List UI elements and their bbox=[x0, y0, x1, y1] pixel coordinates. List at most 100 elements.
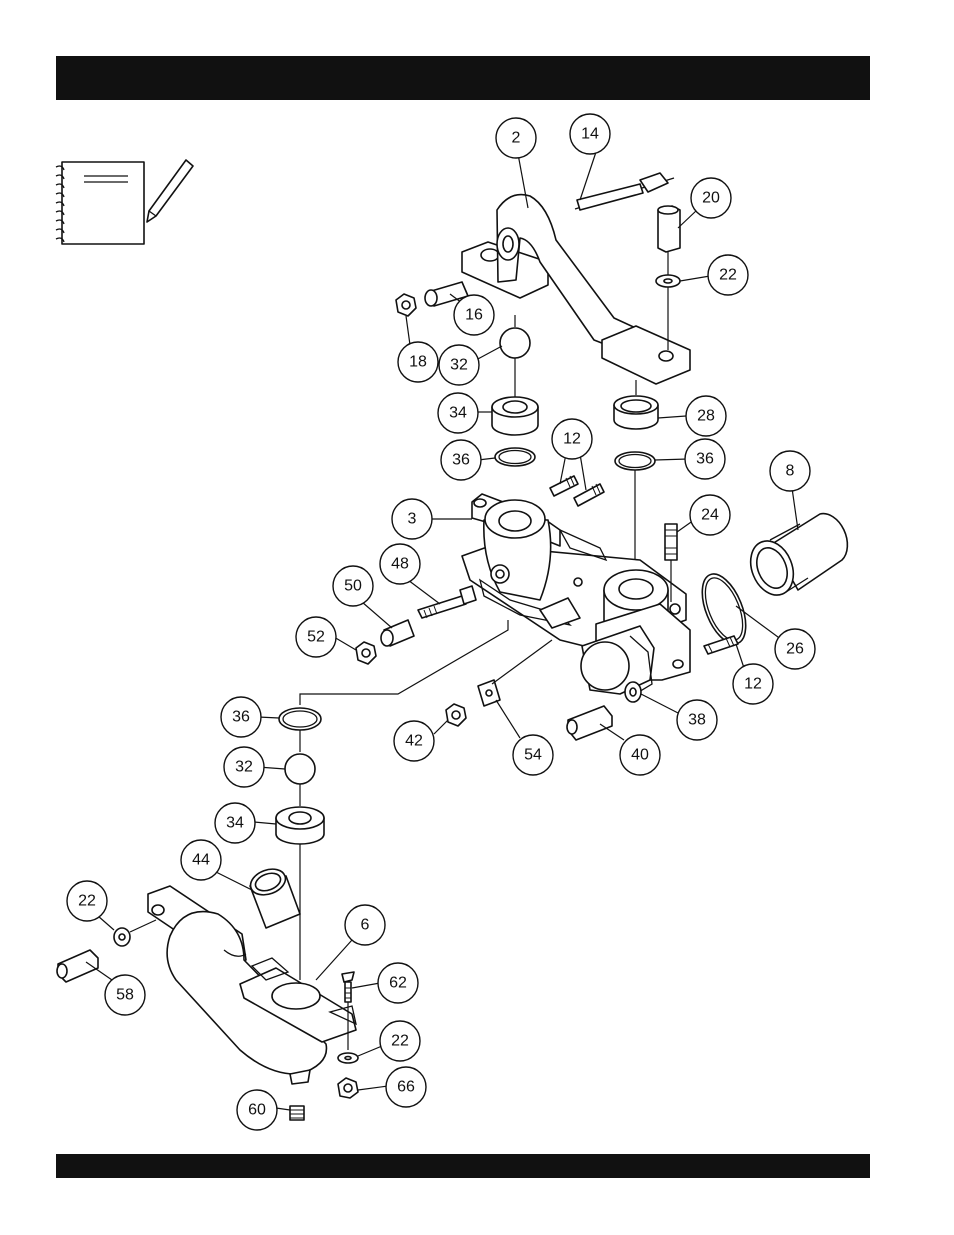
part-12-stud-right bbox=[704, 636, 738, 654]
callout-22: 22 bbox=[380, 1021, 420, 1061]
callout-label: 14 bbox=[581, 126, 599, 143]
callout-48: 48 bbox=[380, 544, 420, 584]
callout-label: 66 bbox=[397, 1079, 415, 1096]
callout-label: 36 bbox=[232, 709, 250, 726]
part-52-nut bbox=[356, 642, 376, 664]
part-12-studs-top bbox=[550, 476, 604, 506]
callout-22: 22 bbox=[67, 881, 107, 921]
callout-20: 20 bbox=[691, 178, 731, 218]
part-42-nut bbox=[446, 704, 466, 726]
callout-label: 20 bbox=[702, 190, 720, 207]
callout-12: 12 bbox=[552, 419, 592, 459]
part-14-bolt bbox=[575, 173, 674, 210]
callout-66: 66 bbox=[386, 1067, 426, 1107]
axis-line bbox=[130, 920, 156, 932]
callout-label: 12 bbox=[744, 676, 762, 693]
callout-label: 40 bbox=[631, 747, 649, 764]
callout-label: 36 bbox=[696, 451, 714, 468]
callout-58: 58 bbox=[105, 975, 145, 1015]
callout-40: 40 bbox=[620, 735, 660, 775]
callout-label: 48 bbox=[391, 556, 409, 573]
part-44-sleeve bbox=[247, 865, 300, 928]
callout-label: 22 bbox=[78, 893, 96, 910]
callout-38: 38 bbox=[677, 700, 717, 740]
callout-label: 54 bbox=[524, 747, 542, 764]
washer-hole-left bbox=[119, 934, 125, 940]
callout-label: 12 bbox=[563, 431, 581, 448]
callout-label: 42 bbox=[405, 733, 423, 750]
washer-hole bbox=[630, 688, 636, 696]
callout-28: 28 bbox=[686, 396, 726, 436]
part-2-upper-elbow bbox=[462, 195, 690, 384]
part-50-spacer bbox=[381, 620, 414, 646]
callout-12: 12 bbox=[733, 664, 773, 704]
callout-label: 38 bbox=[688, 712, 706, 729]
part-48-bolt bbox=[418, 586, 476, 618]
callout-16: 16 bbox=[454, 295, 494, 335]
callout-label: 58 bbox=[116, 987, 134, 1004]
callout-6: 6 bbox=[345, 905, 385, 945]
callout-8: 8 bbox=[770, 451, 810, 491]
callout-label: 60 bbox=[248, 1102, 266, 1119]
callout-3: 3 bbox=[392, 499, 432, 539]
callout-34: 34 bbox=[438, 393, 478, 433]
callout-label: 22 bbox=[719, 267, 737, 284]
callout-2: 2 bbox=[496, 118, 536, 158]
part-26-gasket bbox=[693, 568, 754, 650]
callout-label: 28 bbox=[697, 408, 715, 425]
part-32-ball-upper bbox=[500, 328, 530, 358]
washer-hole-upper bbox=[664, 279, 672, 283]
part-8-pipe-nipple bbox=[743, 514, 847, 602]
part-34-seat-upper bbox=[492, 397, 538, 435]
callout-label: 26 bbox=[786, 641, 804, 658]
part-32-ball-lower bbox=[285, 754, 315, 784]
callout-label: 44 bbox=[192, 852, 210, 869]
callout-label: 18 bbox=[409, 354, 427, 371]
callout-52: 52 bbox=[296, 617, 336, 657]
callout-18: 18 bbox=[398, 342, 438, 382]
callout-34: 34 bbox=[215, 803, 255, 843]
callout-24: 24 bbox=[690, 495, 730, 535]
callout-label: 16 bbox=[465, 307, 483, 324]
callout-label: 24 bbox=[701, 507, 719, 524]
callout-54: 54 bbox=[513, 735, 553, 775]
part-28-seat-right bbox=[614, 396, 658, 429]
part-60-plug bbox=[290, 1106, 304, 1120]
axis-line bbox=[492, 640, 552, 684]
callout-14: 14 bbox=[570, 114, 610, 154]
callout-44: 44 bbox=[181, 840, 221, 880]
notebook-pencil-icon bbox=[56, 160, 193, 244]
callout-42: 42 bbox=[394, 721, 434, 761]
washer-hole-lower bbox=[345, 1057, 351, 1060]
callout-label: 36 bbox=[452, 452, 470, 469]
callout-label: 2 bbox=[512, 130, 521, 147]
callout-label: 32 bbox=[235, 759, 253, 776]
callout-26: 26 bbox=[775, 629, 815, 669]
callout-32: 32 bbox=[439, 345, 479, 385]
part-40-coupling-nut bbox=[567, 706, 612, 740]
callout-label: 34 bbox=[449, 405, 467, 422]
part-6-lower-elbow bbox=[148, 886, 356, 1084]
callout-22: 22 bbox=[708, 255, 748, 295]
callout-32: 32 bbox=[224, 747, 264, 787]
callout-label: 62 bbox=[389, 975, 407, 992]
part-18-nut bbox=[396, 294, 416, 316]
callout-label: 22 bbox=[391, 1033, 409, 1050]
callout-62: 62 bbox=[378, 963, 418, 1003]
callout-36: 36 bbox=[221, 697, 261, 737]
part-66-nut bbox=[338, 1078, 358, 1098]
part-34-seat-lower bbox=[276, 807, 324, 844]
part-3-valve-body bbox=[462, 494, 690, 696]
callout-36: 36 bbox=[441, 440, 481, 480]
callout-label: 52 bbox=[307, 629, 325, 646]
callout-label: 8 bbox=[786, 463, 795, 480]
callout-50: 50 bbox=[333, 566, 373, 606]
callout-60: 60 bbox=[237, 1090, 277, 1130]
callout-label: 6 bbox=[361, 917, 370, 934]
callout-36: 36 bbox=[685, 439, 725, 479]
callout-label: 32 bbox=[450, 357, 468, 374]
callout-label: 50 bbox=[344, 578, 362, 595]
callout-label: 34 bbox=[226, 815, 244, 832]
callout-label: 3 bbox=[408, 511, 417, 528]
